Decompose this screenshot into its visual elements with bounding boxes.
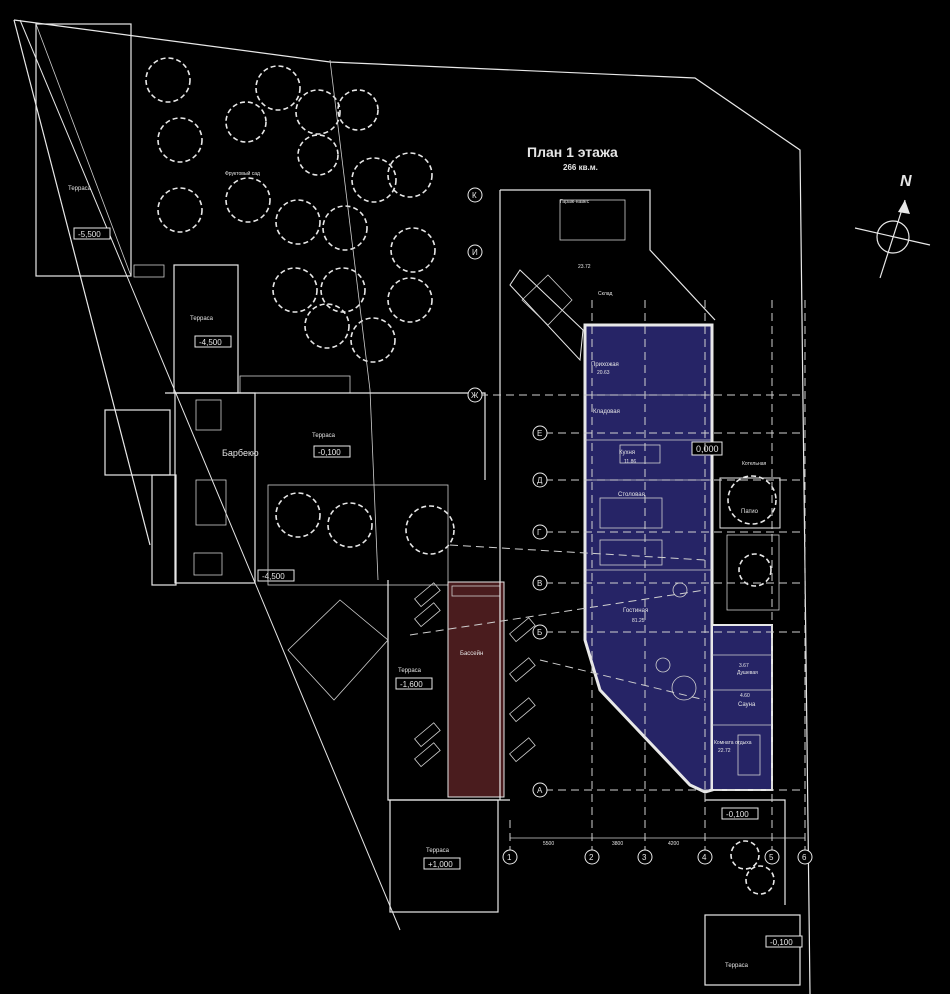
room-kitchen: Кухня [619, 450, 635, 456]
axis-row-0: К [472, 191, 477, 200]
level-badge-pool [395, 677, 433, 690]
level-badge-lower [257, 569, 295, 582]
terrace-upper-label: Терраса [190, 316, 214, 322]
axis-col-0: 1 [507, 853, 512, 862]
axis-row-labels: К И Ж Е Д Г В Б А [471, 191, 543, 795]
warehouse-label: Склад [598, 291, 613, 297]
terrace-se-label: Терраса [725, 963, 749, 969]
pool-area: Бассейн Терраса -1,600 [287, 580, 510, 801]
north-arrow-icon [854, 199, 931, 279]
level-badge-middle [313, 445, 351, 458]
terrace-upper: Терраса -4,500 [133, 264, 351, 394]
room-hall: Прихожая [591, 362, 619, 368]
garage-label: Гараж-навес [560, 199, 590, 205]
level-pool: -1,600 [400, 680, 423, 689]
room-living-area: 81.25 [632, 618, 645, 624]
room-sauna-area: 4.60 [740, 693, 750, 699]
fruit-garden-label: Фруктовый сад [225, 170, 260, 177]
level-upper: -4,500 [199, 338, 222, 347]
patio: Патио [719, 477, 781, 611]
axis-cols [502, 849, 813, 865]
dim-top: 23.72 [578, 264, 591, 270]
diagonals [409, 544, 706, 701]
room-shower: Душевая [737, 670, 758, 676]
room-labels: Прихожая 20.63 Кладовая Кухня 11.86 Стол… [591, 362, 758, 754]
level-middle: -0,100 [318, 448, 341, 457]
room-relax-area: 22.72 [718, 748, 731, 754]
lounge-chairs [414, 582, 536, 768]
axis-col-5: 6 [802, 853, 807, 862]
room-relax: Комната отдыха [714, 740, 752, 746]
terrace-middle-label: Терраса [312, 433, 336, 439]
level-badge-bottom [423, 857, 461, 870]
terrace-pool-label: Терраса [398, 668, 422, 674]
axis-row-8: А [537, 786, 543, 795]
room-living: Гостиная [623, 608, 648, 614]
terrace-middle: Терраса -0,100 Барбекю -4,500 [104, 392, 486, 586]
axis-col-1: 2 [589, 853, 594, 862]
axis-row-4: Д [537, 476, 543, 485]
level-badge-sw [721, 807, 759, 820]
axis-col-labels: 1 2 3 4 5 6 [507, 853, 807, 862]
level-top-left: -5,500 [78, 230, 101, 239]
pool-label: Бассейн [460, 650, 483, 657]
room-shower-area: 3.67 [739, 663, 749, 669]
level-badge-upper [194, 335, 232, 348]
room-kitchen-area: 11.86 [624, 459, 636, 465]
terrace-top-left: Терраса -5,500 [35, 23, 132, 277]
level-badge-se [765, 935, 803, 948]
level-house: 0,000 [696, 444, 719, 454]
level-lower: -4,500 [262, 572, 285, 581]
terrace-bottom: Терраса +1,000 [389, 799, 499, 913]
terrace-top-left-label: Терраса [68, 186, 92, 192]
axis-row-3: Е [537, 429, 542, 438]
axis-row-7: Б [537, 628, 542, 637]
level-badge-top-left [73, 227, 111, 240]
level-sw: -0,100 [726, 810, 749, 819]
boiler-label: Котельная [742, 461, 766, 467]
axis-col-4: 5 [769, 853, 774, 862]
axis-row-5: Г [537, 528, 542, 537]
house [583, 323, 773, 794]
north-label: N [900, 173, 912, 190]
axis-col-3: 4 [702, 853, 707, 862]
axis-row-1: И [472, 248, 478, 257]
axis-row-2: Ж [471, 391, 479, 400]
terrace-bottom-label: Терраса [426, 848, 450, 854]
site-boundary [13, 19, 811, 994]
room-hall-area: 20.63 [597, 370, 610, 376]
patio-label: Патио [741, 509, 759, 515]
dims-bottom: 5500 3800 4200 [543, 841, 679, 847]
plan-title: План 1 этажа [527, 144, 618, 160]
room-pantry: Кладовая [593, 409, 620, 415]
dim-bottom-1: 3800 [612, 841, 623, 847]
room-dining: Столовая [618, 492, 645, 498]
axis-col-2: 3 [642, 853, 647, 862]
fruit-garden-trees [145, 57, 777, 895]
level-se: -0,100 [770, 938, 793, 947]
axis-rows [467, 187, 548, 798]
barbecue-label: Барбекю [222, 448, 259, 458]
level-bottom: +1,000 [428, 860, 453, 869]
level-badge-house [691, 441, 723, 456]
axis-grid [480, 300, 806, 855]
terrace-se: -0,100 -0,100 Терраса [704, 799, 803, 986]
plan-subtitle: 266 кв.м. [563, 163, 598, 172]
axis-row-6: В [537, 579, 542, 588]
dim-bottom-2: 4200 [668, 841, 679, 847]
garage-warehouse: Гараж-навес Склад 23.72 [499, 189, 716, 800]
room-sauna: Сауна [738, 702, 756, 708]
dim-bottom-0: 5500 [543, 841, 554, 847]
